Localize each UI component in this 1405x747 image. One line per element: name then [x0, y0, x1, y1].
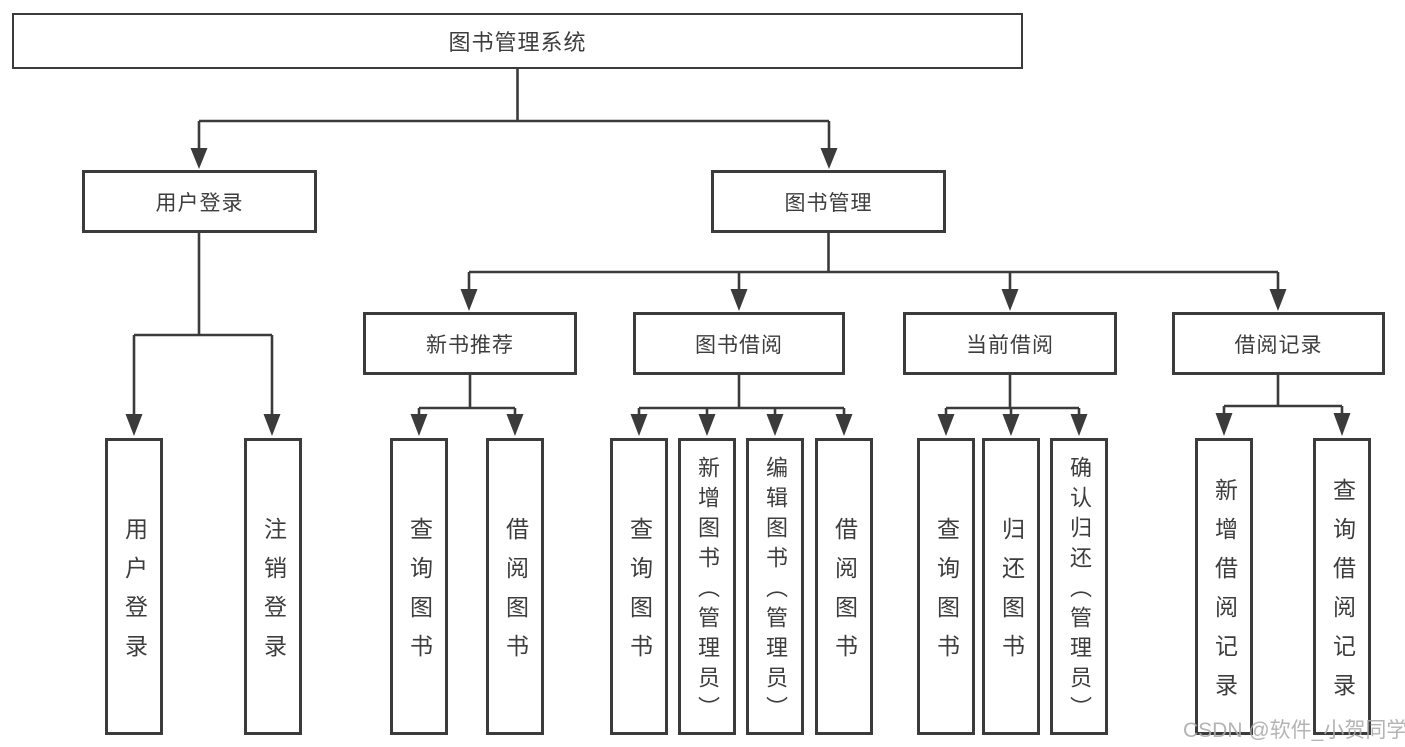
node-new-book-recommendation-label: 新书推荐	[426, 333, 514, 357]
node-user-login-label: 用户登录	[155, 191, 244, 215]
leaf-confirm-return-admin: 确认归还（管理员）	[1050, 438, 1108, 735]
node-root: 图书管理系统	[12, 13, 1023, 69]
leaf-query-borrow-record: 查询借阅记录	[1313, 438, 1371, 735]
leaf-query-books-borrowing: 查询图书	[610, 438, 668, 735]
leaf-add-books-admin-label: 新增图书（管理员）	[695, 455, 720, 726]
leaf-add-books-admin: 新增图书（管理员）	[678, 438, 736, 735]
leaf-query-books-borrowing-label: 查询图书	[626, 516, 653, 673]
leaf-return-books: 归还图书	[982, 438, 1040, 735]
leaf-borrow-books-recommend-label: 借阅图书	[502, 516, 529, 673]
leaf-add-borrow-record: 新增借阅记录	[1195, 438, 1253, 735]
leaf-query-books-current-label: 查询图书	[933, 516, 960, 673]
node-book-management: 图书管理	[711, 170, 946, 233]
node-new-book-recommendation: 新书推荐	[363, 312, 577, 375]
node-book-management-label: 图书管理	[784, 191, 873, 215]
node-book-borrowing: 图书借阅	[633, 312, 845, 375]
node-current-borrowing-label: 当前借阅	[966, 333, 1054, 357]
leaf-query-books-recommend-label: 查询图书	[406, 516, 433, 673]
leaf-borrow-books: 借阅图书	[815, 438, 873, 735]
leaf-return-books-label: 归还图书	[998, 516, 1025, 673]
node-user-login: 用户登录	[82, 170, 317, 233]
leaf-user-login: 用户登录	[105, 438, 163, 735]
leaf-add-borrow-record-label: 新增借阅记录	[1211, 477, 1238, 712]
leaf-borrow-books-label: 借阅图书	[831, 516, 858, 673]
leaf-query-borrow-record-label: 查询借阅记录	[1329, 477, 1356, 712]
leaf-edit-books-admin-label: 编辑图书（管理员）	[763, 455, 788, 726]
leaf-borrow-books-recommend: 借阅图书	[486, 438, 544, 735]
leaf-query-books-recommend: 查询图书	[390, 438, 448, 735]
leaf-user-login-label: 用户登录	[121, 516, 148, 673]
csdn-watermark: CSDN @软件_小贺同学	[1183, 719, 1405, 742]
leaf-logout-login-label: 注销登录	[260, 516, 287, 673]
node-book-borrowing-label: 图书借阅	[695, 333, 783, 357]
leaf-confirm-return-admin-label: 确认归还（管理员）	[1067, 455, 1092, 726]
node-root-label: 图书管理系统	[448, 30, 587, 55]
node-borrowing-records: 借阅记录	[1172, 312, 1385, 375]
leaf-logout-login: 注销登录	[244, 438, 302, 735]
node-current-borrowing: 当前借阅	[903, 312, 1117, 375]
node-borrowing-records-label: 借阅记录	[1234, 333, 1323, 357]
leaf-query-books-current: 查询图书	[917, 438, 975, 735]
leaf-edit-books-admin: 编辑图书（管理员）	[746, 438, 804, 735]
